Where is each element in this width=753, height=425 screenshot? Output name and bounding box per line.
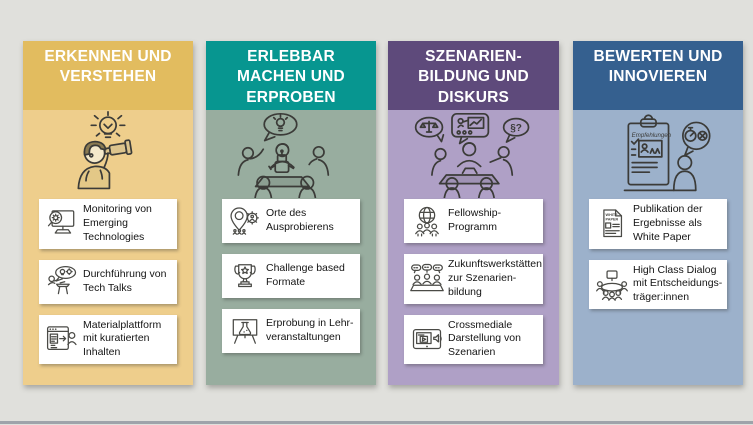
material-platform-icon xyxy=(41,323,83,356)
card-text: Crossmediale Darstellung von Szenarien xyxy=(448,318,521,359)
trophy-icon xyxy=(224,260,266,293)
card-text: Materialplattform mit kuratierten Inhalt… xyxy=(83,318,162,359)
white-paper-label-line1: WHITE xyxy=(606,213,619,217)
column-header: ERLEBBAR MACHEN UND ERPROBEN xyxy=(206,41,376,110)
card-text: Erprobung in Lehr- veranstaltungen xyxy=(266,317,354,343)
white-paper-label-line2: PAPER xyxy=(606,218,619,222)
column-erlebbar-machen-und-erproben: ERLEBBAR MACHEN UND ERPROBEN xyxy=(206,41,376,385)
card-list: Fellowship- Programm xyxy=(388,198,559,365)
card-text: Orte des Ausprobierens xyxy=(266,207,334,233)
column-title: ERKENNEN UND VERSTEHEN xyxy=(44,48,172,86)
card-text: Challenge based Formate xyxy=(266,262,345,288)
card-list: Orte des Ausprobierens Challenge based F… xyxy=(206,198,376,353)
discussion-group-illustration: §? xyxy=(388,110,559,198)
binoculars-person-illustration xyxy=(23,110,193,198)
recommendations-clipboard-illustration: Empfehlungen xyxy=(573,110,743,198)
team-robot-illustration xyxy=(206,110,376,198)
future-workshop-icon xyxy=(406,262,448,295)
card-zukunftswerkstaetten: Zukunftswerkstätten zur Szenarien- bildu… xyxy=(404,254,543,304)
column-header: SZENARIEN- BILDUNG UND DISKURS xyxy=(388,41,559,110)
card-erprobung: Erprobung in Lehr- veranstaltungen xyxy=(222,309,360,353)
column-szenarienbildung-und-diskurs: SZENARIEN- BILDUNG UND DISKURS xyxy=(388,41,559,385)
white-paper-document-icon: WHITE PAPER xyxy=(591,207,633,240)
card-text: Publikation der Ergebnisse als White Pap… xyxy=(633,203,703,243)
card-high-class-dialog: High Class Dialog mit Entscheidungs- trä… xyxy=(589,259,727,310)
globe-community-icon xyxy=(406,205,448,238)
card-text: Fellowship- Programm xyxy=(448,207,502,233)
clipboard-label: Empfehlungen xyxy=(632,132,672,139)
column-title: SZENARIEN- BILDUNG UND DISKURS xyxy=(418,48,529,106)
monitor-search-icon xyxy=(41,207,83,240)
card-orte: Orte des Ausprobierens xyxy=(222,199,360,243)
card-text: Monitoring von Emerging Technologies xyxy=(83,203,152,243)
card-fellowship: Fellowship- Programm xyxy=(404,199,543,243)
column-header: BEWERTEN UND INNOVIEREN xyxy=(573,41,743,110)
column-erkennen-und-verstehen: ERKENNEN UND VERSTEHEN xyxy=(23,41,193,385)
lecture-experiment-board-icon xyxy=(224,315,266,348)
column-title: ERLEBBAR MACHEN UND ERPROBEN xyxy=(237,48,345,106)
card-tech-talks: Durchführung von Tech Talks xyxy=(39,259,177,304)
card-monitoring: Monitoring von Emerging Technologies xyxy=(39,199,177,249)
paragraph-question-label: §? xyxy=(510,123,522,134)
card-white-paper: WHITE PAPER Publikation der Ergebnisse a… xyxy=(589,199,727,249)
card-list: WHITE PAPER Publikation der Ergebnisse a… xyxy=(573,198,743,310)
card-list: Monitoring von Emerging Technologies xyxy=(23,198,193,365)
card-text: Durchführung von Tech Talks xyxy=(83,267,167,294)
card-crossmedial: Crossmediale Darstellung von Szenarien xyxy=(404,314,543,365)
column-header: ERKENNEN UND VERSTEHEN xyxy=(23,41,193,110)
tech-talk-speaker-icon xyxy=(41,265,83,298)
round-table-dialog-icon xyxy=(591,268,633,301)
card-material-platform: Materialplattform mit kuratierten Inhalt… xyxy=(39,314,177,365)
card-text: High Class Dialog mit Entscheidungs- trä… xyxy=(633,263,723,304)
card-challenge: Challenge based Formate xyxy=(222,254,360,298)
crossmedia-tablet-icon xyxy=(406,323,448,356)
card-text: Zukunftswerkstätten zur Szenarien- bildu… xyxy=(448,258,542,298)
column-bewerten-und-innovieren: BEWERTEN UND INNOVIEREN Empfehlungen xyxy=(573,41,743,385)
column-title: BEWERTEN UND INNOVIEREN xyxy=(593,48,723,86)
bottom-edge-line xyxy=(0,421,753,424)
location-pin-maker-icon xyxy=(224,205,266,238)
